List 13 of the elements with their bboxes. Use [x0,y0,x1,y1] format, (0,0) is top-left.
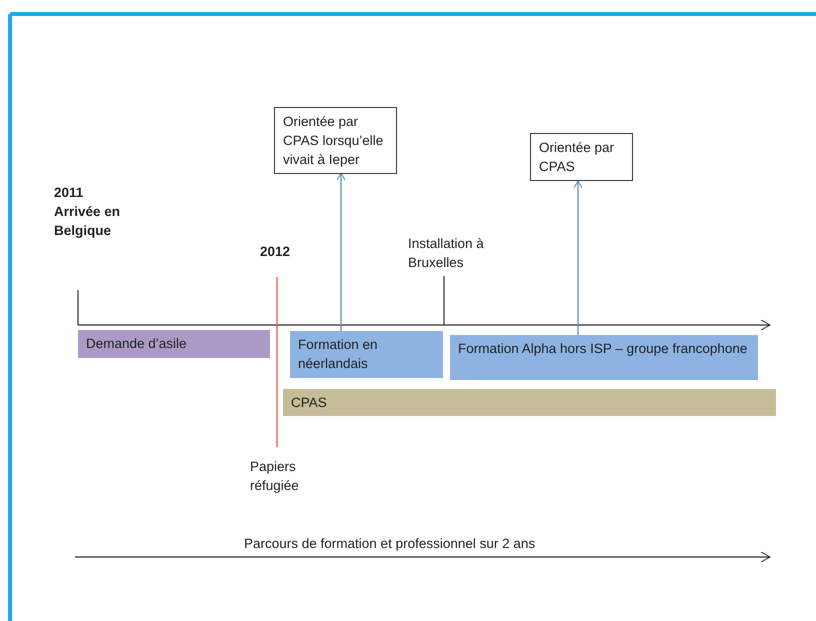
period-bar: Formation en néerlandais [290,331,443,378]
note-box: Orientée par CPAS lorsqu’elle vivait à Ieper [274,107,397,174]
event-label: Papiers réfugiée [250,458,300,495]
year-label: 2012 [260,243,292,261]
arrow [336,172,346,331]
axis-title: Parcours de formation et professionnel sur 2 ans [244,535,536,553]
event-label: Installation à Bruxelles [408,235,485,272]
year-label: 2011 Arrivée en Belgique [54,184,122,240]
period-bar: Demande d’asile [78,330,270,358]
period-bar: CPAS [283,389,776,416]
note-box: Orientée par CPAS [530,133,633,181]
period-bar: Formation Alpha hors ISP – groupe francophone [450,335,758,380]
arrow [574,180,582,335]
